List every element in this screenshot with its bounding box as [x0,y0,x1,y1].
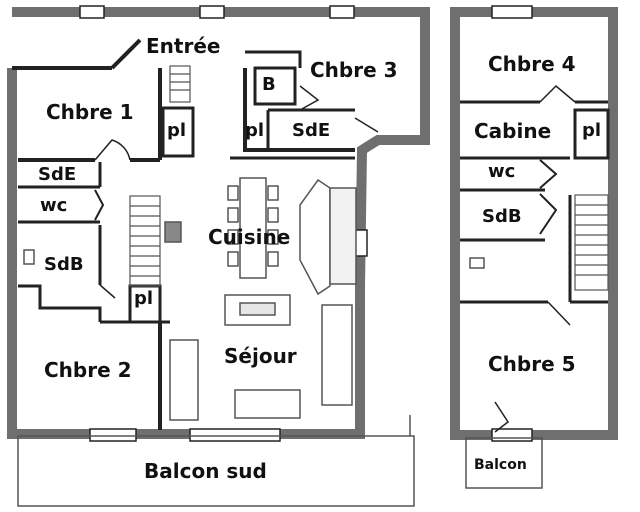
window [491,428,533,442]
kitchen-grid [329,187,357,285]
window [89,428,137,442]
partition [245,50,302,68]
right-unit-outer-wall [450,7,618,440]
balcon-outline [465,437,543,489]
closet-box [573,108,610,160]
chbre2-label: Chbre 2 [44,358,132,382]
door-swing [539,159,558,189]
balcon-label: Balcon [474,457,527,473]
chbre5-label: Chbre 5 [488,352,576,376]
fireplace [164,221,182,243]
window [329,5,355,19]
wc-left-label: wc [40,195,68,216]
sdb-left-label: SdB [44,254,84,275]
door-arc [494,401,510,433]
pl3-label: pl [245,120,265,141]
balconies [17,415,543,507]
door-arc [299,85,320,111]
partitions [12,38,610,430]
stair-right [574,194,609,291]
door-swing [94,189,105,221]
closet-box [161,106,195,158]
balcon-sud-label: Balcon sud [144,459,267,483]
chbre3-label: Chbre 3 [310,58,398,82]
window [79,5,105,19]
sofa [234,389,301,419]
cuisine-label: Cuisine [208,225,291,249]
window [354,229,368,257]
chbre4-label: Chbre 4 [488,52,576,76]
door-arc [539,84,576,103]
door-arc [547,301,571,326]
sejour-label: Séjour [224,344,297,368]
stair-entry [169,65,191,103]
storage-unit [169,339,199,421]
fixture [23,249,35,265]
dining-table [239,177,267,279]
sofa [321,304,353,406]
sde3-label: SdE [292,120,331,141]
sde1-label: SdE [38,164,77,185]
balcon-sud-outline [17,435,415,507]
pl1-label: pl [167,120,187,141]
wc-right-label: wc [488,161,516,182]
window [491,5,533,19]
door-arc [99,284,116,299]
closet-box [253,66,297,106]
kitchen-counter [299,178,331,296]
door-arc [354,117,379,133]
door-swing [539,193,558,235]
b-label: B [262,74,276,95]
fixture [469,257,485,269]
partition [18,284,102,322]
partition [243,68,355,152]
window [199,5,225,19]
stair-left [129,195,161,287]
chbre1-label: Chbre 1 [46,100,134,124]
sdb-right-label: SdB [482,206,522,227]
pl2-label: pl [134,288,154,309]
doors [94,84,576,433]
window [189,428,281,442]
staircases [129,65,609,291]
cabine-label: Cabine [474,119,552,143]
pl-right-label: pl [582,120,602,141]
entree-label: Entrée [146,34,221,58]
furniture [23,177,485,421]
door-arc [94,139,131,161]
partition [110,38,142,70]
